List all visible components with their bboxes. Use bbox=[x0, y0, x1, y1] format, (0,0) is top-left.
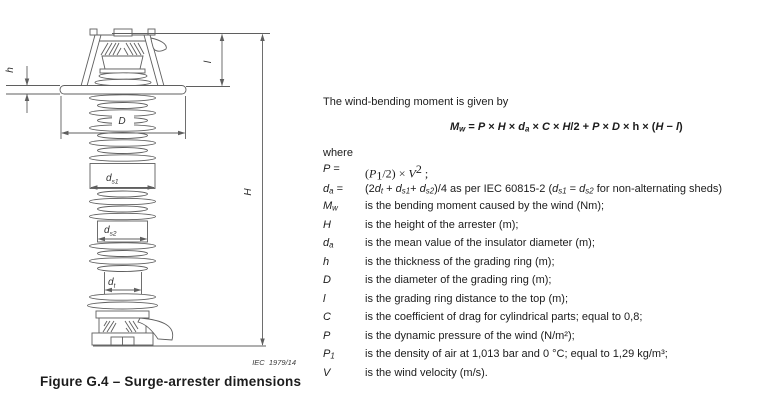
dimension-ds1: ds1 bbox=[90, 173, 155, 190]
definition-text: is the dynamic pressure of the wind (N/m… bbox=[365, 329, 575, 342]
equation-symbol: P = bbox=[323, 163, 340, 175]
surge-arrester-diagram: h l D H ds1 ds2 dt bbox=[5, 28, 270, 347]
dim-label-D: D bbox=[118, 116, 125, 127]
definition-row: l is the grading ring distance to the to… bbox=[323, 293, 763, 312]
definition-text: is the thickness of the grading ring (m)… bbox=[365, 255, 555, 268]
definition-list: Mw is the bending moment caused by the w… bbox=[323, 200, 763, 385]
dim-label-h: h bbox=[5, 67, 16, 73]
definition-text: is the coefficient of drag for cylindric… bbox=[365, 311, 643, 323]
dimension-D: D bbox=[60, 96, 186, 139]
definition-row: Mw is the bending moment caused by the w… bbox=[323, 200, 763, 219]
dim-label-H: H bbox=[243, 188, 254, 196]
dim-label-l: l bbox=[203, 60, 214, 63]
dimension-H: H bbox=[243, 33, 265, 346]
definition-text: is the density of air at 1,013 bar and 0… bbox=[365, 348, 668, 360]
definition-symbol: h bbox=[323, 255, 330, 268]
equation-body: (2dt + ds1+ ds2)/4 as per IEC 60815-2 (d… bbox=[365, 183, 723, 196]
arrester-base bbox=[91, 310, 266, 347]
definition-symbol: V bbox=[323, 366, 331, 379]
dimension-ds2: ds2 bbox=[97, 225, 148, 242]
definition-row: P1 is the density of air at 1,013 bar an… bbox=[323, 348, 763, 367]
definition-symbol: P1 bbox=[323, 348, 335, 361]
dim-label-ds2: ds2 bbox=[104, 225, 117, 238]
intro-sentence: The wind-bending moment is given by bbox=[323, 96, 509, 108]
definition-symbol: D bbox=[323, 274, 331, 286]
grading-ring bbox=[59, 85, 187, 95]
equation-row-P: P = (P1/2) × V2 ; bbox=[323, 163, 428, 183]
dimension-h: h bbox=[5, 66, 60, 113]
definition-text: is the mean value of the insulator diame… bbox=[365, 237, 595, 249]
equation-row-da: da = (2dt + ds1+ ds2)/4 as per IEC 60815… bbox=[323, 183, 722, 197]
dimension-l: l bbox=[112, 33, 270, 87]
dimension-dt: dt bbox=[104, 277, 142, 293]
definition-text: is the grading ring distance to the top … bbox=[365, 292, 568, 305]
where-label: where bbox=[323, 147, 353, 159]
definition-row: V is the wind velocity (m/s). bbox=[323, 367, 763, 386]
definition-row: h is the thickness of the grading ring (… bbox=[323, 256, 763, 275]
definition-symbol: Mw bbox=[323, 200, 338, 213]
definition-symbol: l bbox=[323, 292, 326, 305]
definition-symbol: P bbox=[323, 329, 331, 342]
wind-bending-formula: Mw = P × H × da × C × H/2 + P × D × h × … bbox=[450, 121, 683, 134]
dim-label-ds1: ds1 bbox=[106, 173, 119, 186]
definition-text: is the diameter of the grading ring (m); bbox=[365, 274, 552, 286]
figure-caption: Figure G.4 – Surge-arrester dimensions bbox=[40, 374, 302, 389]
definition-symbol: da bbox=[323, 237, 334, 250]
definition-row: P is the dynamic pressure of the wind (N… bbox=[323, 330, 763, 349]
equation-symbol: da = bbox=[323, 183, 344, 196]
definition-row: H is the height of the arrester (m); bbox=[323, 219, 763, 238]
figure-credit: IEC 1979/14 bbox=[252, 358, 296, 367]
dim-label-dt: dt bbox=[108, 277, 117, 290]
definition-symbol: H bbox=[323, 218, 331, 231]
definition-row: da is the mean value of the insulator di… bbox=[323, 237, 763, 256]
equation-body: (P1/2) × V2 ; bbox=[365, 162, 429, 183]
definition-text: is the bending moment caused by the wind… bbox=[365, 200, 605, 212]
definition-symbol: C bbox=[323, 311, 331, 323]
definition-row: C is the coefficient of drag for cylindr… bbox=[323, 311, 763, 330]
definition-text: is the height of the arrester (m); bbox=[365, 218, 519, 231]
definition-text: is the wind velocity (m/s). bbox=[365, 366, 488, 379]
top-terminal bbox=[80, 28, 167, 87]
definition-row: D is the diameter of the grading ring (m… bbox=[323, 274, 763, 293]
